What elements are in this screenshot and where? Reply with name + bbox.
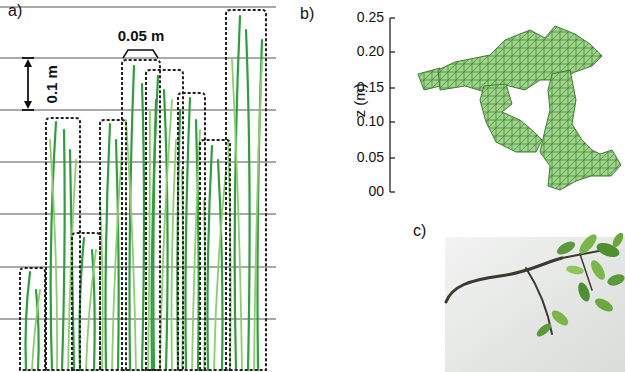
axis-title: z (m) — [352, 83, 369, 117]
panel-label: a) — [8, 2, 22, 20]
tick-label: 0.25 — [357, 10, 384, 25]
tick-label: 00 — [368, 184, 384, 199]
tick-label: 0.20 — [357, 44, 384, 59]
plant-photo — [445, 231, 625, 372]
width-bracket — [123, 50, 158, 58]
voxel-model — [418, 26, 621, 190]
panel-label: b) — [300, 5, 314, 23]
tick-label: 0.05 — [357, 150, 384, 165]
dimension-label: 0.1 m — [44, 63, 61, 105]
height-arrow — [22, 58, 34, 110]
dimension-label: 0.05 m — [116, 28, 167, 45]
z-axis — [390, 18, 395, 192]
canopy-columns — [20, 10, 266, 370]
panel-label: c) — [413, 222, 426, 240]
